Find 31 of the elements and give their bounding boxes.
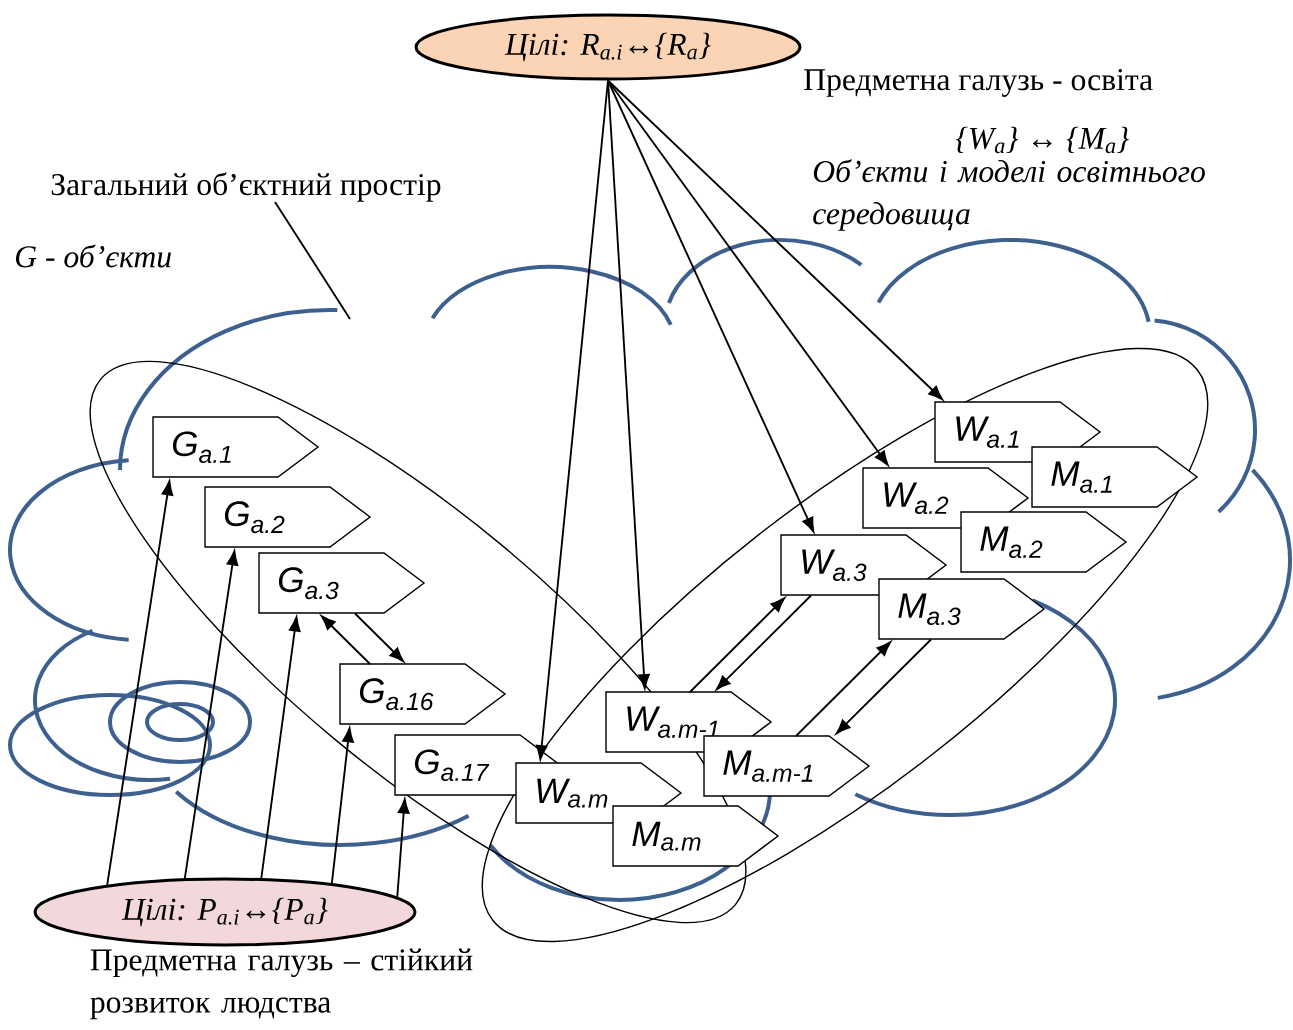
- arrow: [260, 616, 301, 880]
- arrow: [320, 615, 371, 665]
- heading-label: Предметна галузь - освіта: [804, 69, 1153, 97]
- arrow: [396, 798, 410, 898]
- caption-text: Предметна галузь – стійкий розвиток людства: [90, 948, 473, 1020]
- arrow: [330, 727, 354, 885]
- leader-line: [274, 201, 351, 320]
- arrow: [607, 79, 889, 466]
- arrow: [715, 594, 812, 691]
- heading-label: G - об’єкти: [16, 244, 171, 268]
- arrow-box: M$_{a.m}$: [612, 805, 780, 867]
- formula-label: {W$_{a}$} ↔ {M$_{a}$}: [955, 126, 1129, 154]
- arrow: [183, 550, 239, 880]
- arrow: [607, 79, 650, 689]
- arrow-box: M$_{a.2}$: [960, 511, 1128, 573]
- arrow: [106, 480, 174, 886]
- arrow-box: M$_{a.3}$: [878, 578, 1046, 640]
- arrow-box: M$_{a.m-1}$: [703, 735, 871, 797]
- caption-text: Об’єкти і моделі освітнього середовища: [813, 159, 1205, 231]
- arrow: [689, 597, 786, 693]
- heading-label: Загальний об’єктний простір: [51, 172, 441, 202]
- arrow-box: M$_{a.1}$: [1031, 446, 1199, 508]
- arrow: [795, 641, 892, 737]
- arrow-box: G$_{a.1}$: [152, 416, 320, 478]
- arrow-box: G$_{a.3}$: [258, 552, 426, 614]
- arrow-box: G$_{a.2}$: [204, 486, 372, 548]
- arrow: [835, 638, 932, 735]
- arrow-box: G$_{a.16}$: [339, 663, 507, 725]
- arrow: [607, 79, 815, 533]
- arrow: [354, 612, 405, 663]
- arrow: [535, 79, 609, 760]
